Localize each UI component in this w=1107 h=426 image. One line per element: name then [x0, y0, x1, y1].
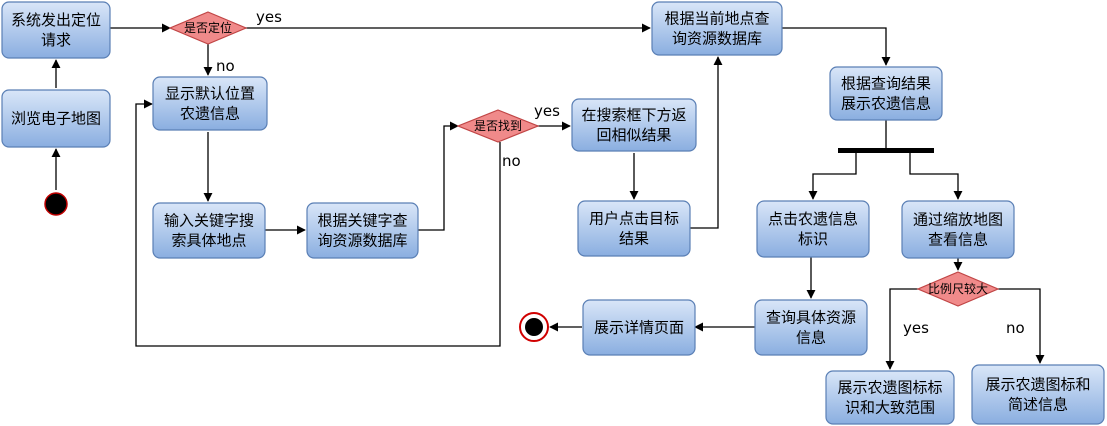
node-label-line: 查询具体资源 [766, 309, 856, 327]
node-label-line: 展示农遗信息 [841, 95, 931, 113]
node-label-line: 通过缩放地图 [913, 211, 1003, 229]
decision-label: 是否找到 [474, 119, 522, 133]
node-label-line: 询资源数据库 [317, 232, 407, 250]
edges [51, 23, 1045, 370]
node-label-line: 根据当前地点查 [664, 10, 769, 28]
decision-found: 是否找到 [456, 109, 540, 143]
node-label-line: 标识 [798, 230, 828, 248]
scale-no-label: no [1006, 319, 1025, 337]
edge-locquery-to-result [782, 27, 891, 66]
edge-click-to-locquery [690, 56, 723, 229]
node-label-line: 请求 [41, 31, 71, 49]
edge-query-to-found [418, 121, 459, 231]
edge-found-no [135, 99, 501, 347]
node-label-line: 询资源数据库 [672, 30, 762, 48]
node-label-line: 点击农遗信息 [768, 210, 858, 228]
node-label-line: 农遗信息 [180, 105, 240, 123]
decision-scale-large: 比例尺较大 [916, 271, 1000, 307]
node-label-line: 展示农遗图标标 [837, 379, 942, 397]
found-no-label: no [502, 152, 521, 170]
scale-yes-label: yes [903, 319, 929, 337]
node-label-line: 浏览电子地图 [11, 110, 101, 128]
node-label-line: 信息 [796, 329, 826, 347]
end-node [519, 312, 549, 342]
edge-scale-yes [885, 288, 918, 370]
start-node [44, 192, 68, 216]
edge-fork-to-marker [808, 151, 857, 200]
node-label-line: 索具体地点 [171, 232, 246, 250]
decision-located: 是否定位 [168, 11, 248, 45]
node-label-line: 显示默认位置 [165, 85, 255, 103]
node-label-line: 结果 [619, 230, 649, 248]
node-label-line: 展示农遗图标和 [985, 376, 1090, 394]
node-label-line: 简述信息 [1008, 396, 1068, 414]
node-label-line: 根据关键字查 [317, 212, 407, 230]
node-label-line: 回相似结果 [596, 126, 671, 144]
node-label-line: 展示详情页面 [594, 319, 684, 337]
edge-fork-to-zoom [909, 151, 963, 200]
node-label-line: 输入关键字搜 [164, 212, 254, 230]
node-label-line: 根据查询结果 [841, 75, 931, 93]
node-show-detail-page: 展示详情页面 [582, 299, 696, 356]
node-label-line: 查看信息 [928, 231, 988, 249]
node-label-line: 系统发出定位 [11, 11, 101, 29]
node-browse-map: 浏览电子地图 [1, 89, 111, 148]
located-yes-label: yes [256, 8, 282, 26]
node-label-line: 在搜索框下方返 [581, 106, 686, 124]
node-label-line: 识和大致范围 [845, 399, 935, 417]
decision-label: 比例尺较大 [928, 281, 988, 296]
node-label-line: 用户点击目标 [589, 210, 679, 228]
edge-scale-no [998, 288, 1045, 364]
decision-label: 是否定位 [184, 20, 232, 35]
located-no-label: no [216, 57, 235, 75]
found-yes-label: yes [534, 102, 560, 120]
fork-bar [838, 148, 934, 153]
